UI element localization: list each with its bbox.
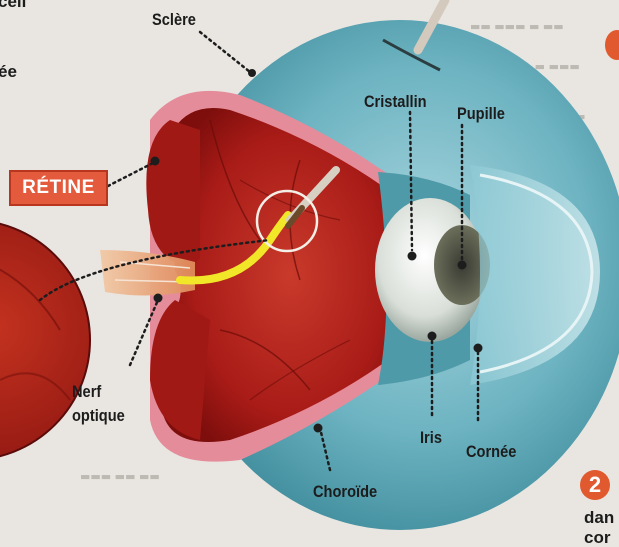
edge-text-bottom-right: dan [584, 508, 614, 527]
label-choroide: Choroïde [313, 482, 377, 501]
edge-text-bottom-right-2: cor [584, 528, 610, 547]
label-iris: Iris [420, 428, 442, 447]
label-cornee: Cornée [466, 442, 516, 461]
label-nerf-line2: optique [72, 406, 125, 425]
label-sclere: Sclère [152, 10, 196, 29]
step-badge-2: 2 [580, 470, 610, 500]
edge-text-left: ée [0, 62, 17, 81]
label-cristallin: Cristallin [364, 92, 427, 111]
edge-text-top-left: cell [0, 0, 26, 11]
label-nerf-line1: Nerf [72, 382, 101, 401]
label-retine: RÉTINE [9, 170, 108, 206]
label-pupille: Pupille [457, 104, 505, 123]
